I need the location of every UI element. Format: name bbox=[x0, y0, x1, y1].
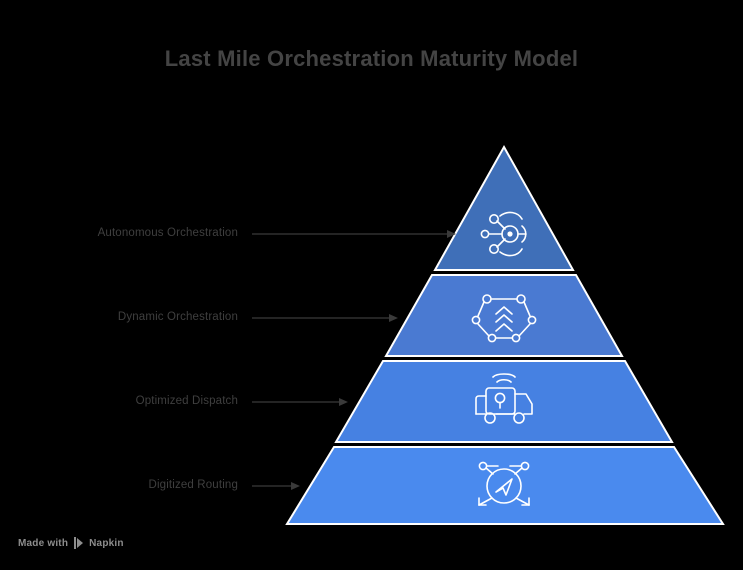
footer-brand-label: Napkin bbox=[89, 537, 124, 549]
tier-label-dynamic-orchestration: Dynamic Orchestration bbox=[117, 311, 238, 323]
connector-arrow-dynamic-orchestration bbox=[252, 314, 398, 322]
connector-arrow-optimized-dispatch bbox=[252, 398, 348, 406]
made-with-napkin-watermark[interactable]: Made with Napkin bbox=[18, 537, 124, 549]
tier-shape-1[interactable] bbox=[433, 144, 575, 271]
navigation-compass-icon bbox=[478, 461, 530, 506]
pyramid-tier-autonomous-orchestration[interactable] bbox=[433, 144, 575, 271]
napkin-logo-icon bbox=[73, 537, 84, 549]
pyramid-tier-digitized-routing[interactable] bbox=[285, 446, 725, 525]
connector-arrow-digitized-routing bbox=[252, 482, 300, 490]
tier-label-autonomous-orchestration: Autonomous Orchestration bbox=[97, 227, 238, 239]
delivery-truck-signal-icon bbox=[475, 373, 533, 424]
tier-label-optimized-dispatch: Optimized Dispatch bbox=[135, 395, 238, 407]
network-nodes-icon bbox=[480, 211, 527, 257]
tier-label-digitized-routing: Digitized Routing bbox=[148, 479, 238, 491]
footer-made-with-label: Made with bbox=[18, 537, 69, 549]
hexagon-network-waves-icon bbox=[471, 294, 537, 343]
page-title: Last Mile Orchestration Maturity Model bbox=[164, 46, 579, 71]
pyramid-tier-optimized-dispatch[interactable] bbox=[334, 360, 674, 443]
connector-arrow-autonomous-orchestration bbox=[252, 230, 456, 238]
pyramid-tier-dynamic-orchestration[interactable] bbox=[384, 274, 624, 357]
connector-arrows bbox=[252, 230, 456, 490]
